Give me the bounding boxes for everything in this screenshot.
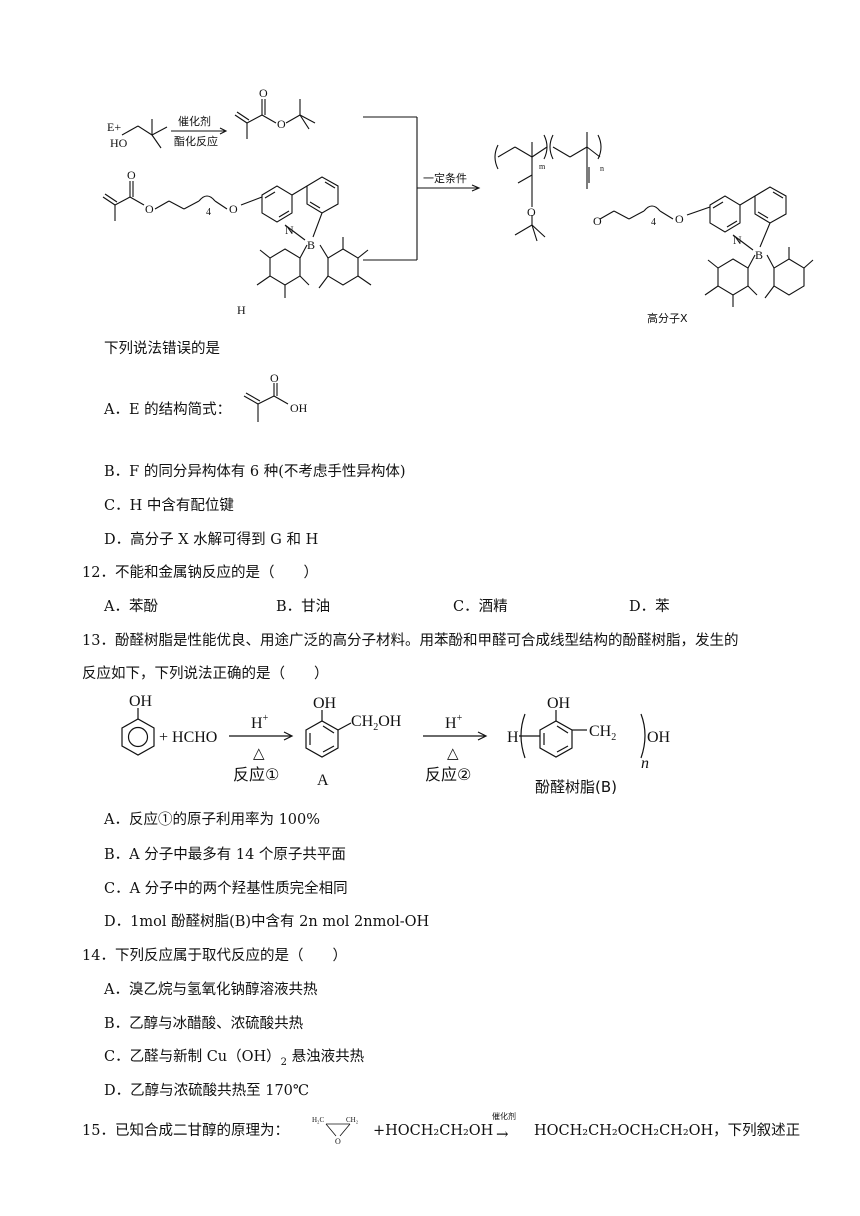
plus-hcho: + HCHO <box>159 729 217 746</box>
q12-option-d: D．苯 <box>629 599 670 615</box>
q12-option-b: B．甘油 <box>276 599 331 615</box>
boron-label: B <box>307 238 315 252</box>
n-index-label: n <box>600 164 604 173</box>
reaction-2-label: 反应② <box>425 765 471 784</box>
acid-o-label: O <box>270 372 279 385</box>
q15-stem-prefix: 15．已知合成二甘醇的原理为： <box>82 1123 289 1139</box>
polymer-chain-count: 4 <box>651 217 656 228</box>
h-plus-2: H+ <box>445 713 463 732</box>
esterify-label: 酯化反应 <box>174 134 218 148</box>
q11-option-b: B．F 的同分异构体有 6 种(不考虑手性异构体) <box>104 464 406 480</box>
q11-option-a: A．E 的结构简式： <box>104 402 232 418</box>
q11-option-d: D．高分子 X 水解可得到 G 和 H <box>104 532 319 548</box>
q11-stem: 下列说法错误的是 <box>104 341 220 357</box>
polymer-n-label: N <box>733 233 742 247</box>
q12-option-c: C．酒精 <box>453 599 508 615</box>
ester-o-label: O <box>277 117 286 131</box>
q15-arrow: → <box>496 1125 509 1143</box>
polymer-ester-o: O <box>527 205 536 219</box>
m-index-label: m <box>539 162 546 171</box>
ch2oh-group: CH2OH <box>351 713 402 733</box>
h-plus-1: H+ <box>251 713 269 732</box>
ethylene-oxide-structure: H₂C CH₂ O <box>312 1116 359 1146</box>
resin-b-label: 酚醛树脂(B) <box>535 778 617 796</box>
q14-stem: 14．下列反应属于取代反应的是（ ） <box>82 948 347 964</box>
delta-1: △ <box>253 744 265 762</box>
epoxide-ch2: CH₂ <box>346 1116 359 1124</box>
phenolic-resin-scheme: OH + HCHO H+ △ 反应① OH CH2OH A H+ △ 反应② H… <box>121 693 671 796</box>
q13-option-c: C．A 分子中的两个羟基性质完全相同 <box>104 881 348 897</box>
q14-option-a: A．溴乙烷与氢氧化钠醇溶液共热 <box>104 982 318 998</box>
resin-ch2: CH2 <box>589 723 616 743</box>
a-oh: OH <box>313 695 337 712</box>
epoxide-o: O <box>335 1137 341 1146</box>
carbonyl-o-label-2: O <box>127 168 136 182</box>
q15-product: HOCH₂CH₂OCH₂CH₂OH，下列叙述正 <box>534 1123 801 1139</box>
condition-label: 一定条件 <box>423 171 467 185</box>
q13-option-a: A．反应①的原子利用率为 100% <box>104 812 321 828</box>
q12-option-a: A．苯酚 <box>104 599 158 615</box>
resin-n-index: n <box>641 755 649 772</box>
compound-h-label: H <box>237 303 246 317</box>
methacrylic-acid-structure: O OH <box>243 372 308 422</box>
polymer-b-label: B <box>755 248 763 262</box>
chain-count-label: 4 <box>206 207 211 218</box>
q15-catalyst: 催化剂 <box>492 1112 516 1121</box>
q15-reactant: +HOCH₂CH₂OH <box>373 1123 494 1139</box>
ester-o-label-2: O <box>145 202 154 216</box>
e-label: E+ <box>107 120 121 134</box>
pyridine-n-label: N <box>285 223 294 237</box>
q13-stem-line2: 反应如下，下列说法正确的是（ ） <box>82 666 329 682</box>
a-label: A <box>317 772 329 789</box>
resin-h: H <box>507 729 519 746</box>
q14-option-c: C．乙醛与新制 Cu（OH）2 悬浊液共热 <box>104 1049 365 1068</box>
resin-oh: OH <box>547 695 571 712</box>
reaction-1-label: 反应① <box>233 765 279 784</box>
q13-option-b: B．A 分子中最多有 14 个原子共平面 <box>104 847 346 863</box>
catalyst-label: 催化剂 <box>178 114 211 128</box>
polymer-ether-o: O <box>593 214 602 228</box>
carbonyl-o-label: O <box>259 86 268 100</box>
resin-oh-end: OH <box>647 729 671 746</box>
synthesis-scheme-polymer-x: E+ HO 催化剂 酯化反应 O O O O 4 O N B H 一定条件 m … <box>102 86 814 325</box>
ether-o-label: O <box>229 202 238 216</box>
q11-option-c: C．H 中含有配位键 <box>104 498 234 514</box>
phenol-oh: OH <box>129 693 153 710</box>
polymer-x-label: 高分子X <box>647 311 688 325</box>
q13-option-d: D．1mol 酚醛树脂(B)中含有 2n mol 2nmol-OH <box>104 914 430 930</box>
q14-option-b: B．乙醇与冰醋酸、浓硫酸共热 <box>104 1016 304 1032</box>
delta-2: △ <box>447 744 459 762</box>
acid-oh-label: OH <box>290 401 308 415</box>
epoxide-h2c: H₂C <box>312 1116 324 1124</box>
q13-stem-line1: 13．酚醛树脂是性能优良、用途广泛的高分子材料。用苯酚和甲醛可合成线型结构的酚醛… <box>82 633 739 649</box>
ho-label: HO <box>110 136 128 150</box>
polymer-o-label: O <box>675 212 684 226</box>
q12-stem: 12．不能和金属钠反应的是（ ） <box>82 565 318 581</box>
q14-option-d: D．乙醇与浓硫酸共热至 170℃ <box>104 1083 310 1099</box>
